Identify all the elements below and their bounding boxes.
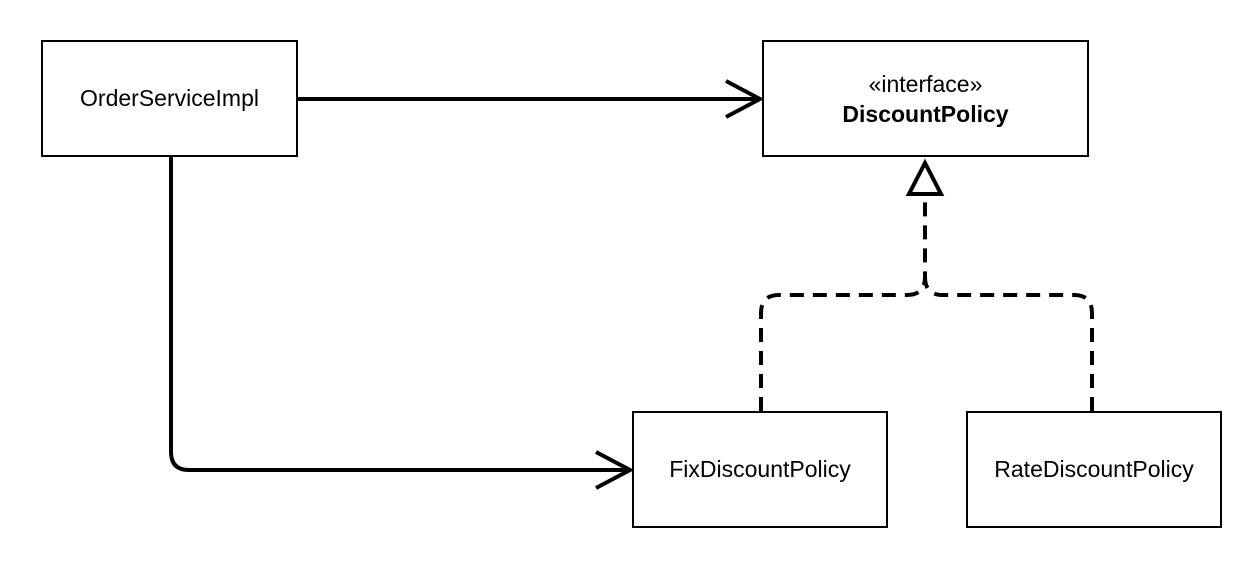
- realization-arrowhead: [905, 158, 945, 196]
- class-name: OrderServiceImpl: [80, 85, 259, 111]
- association-order-to-fixdiscountpolicy: [169, 157, 635, 490]
- association-order-to-discountpolicy: [298, 79, 765, 119]
- interface-box-discountpolicy: «interface» DiscountPolicy: [762, 40, 1089, 157]
- stereotype-label: «interface»: [868, 70, 983, 97]
- class-name: FixDiscountPolicy: [669, 456, 851, 482]
- interface-name: DiscountPolicy: [842, 100, 1009, 127]
- class-name: RateDiscountPolicy: [994, 456, 1194, 482]
- class-box-fixdiscountpolicy: FixDiscountPolicy: [632, 411, 888, 528]
- class-box-orderserviceimpl: OrderServiceImpl: [41, 40, 298, 157]
- class-box-ratediscountpolicy: RateDiscountPolicy: [966, 411, 1222, 528]
- realization-to-discountpolicy: [759, 158, 1094, 411]
